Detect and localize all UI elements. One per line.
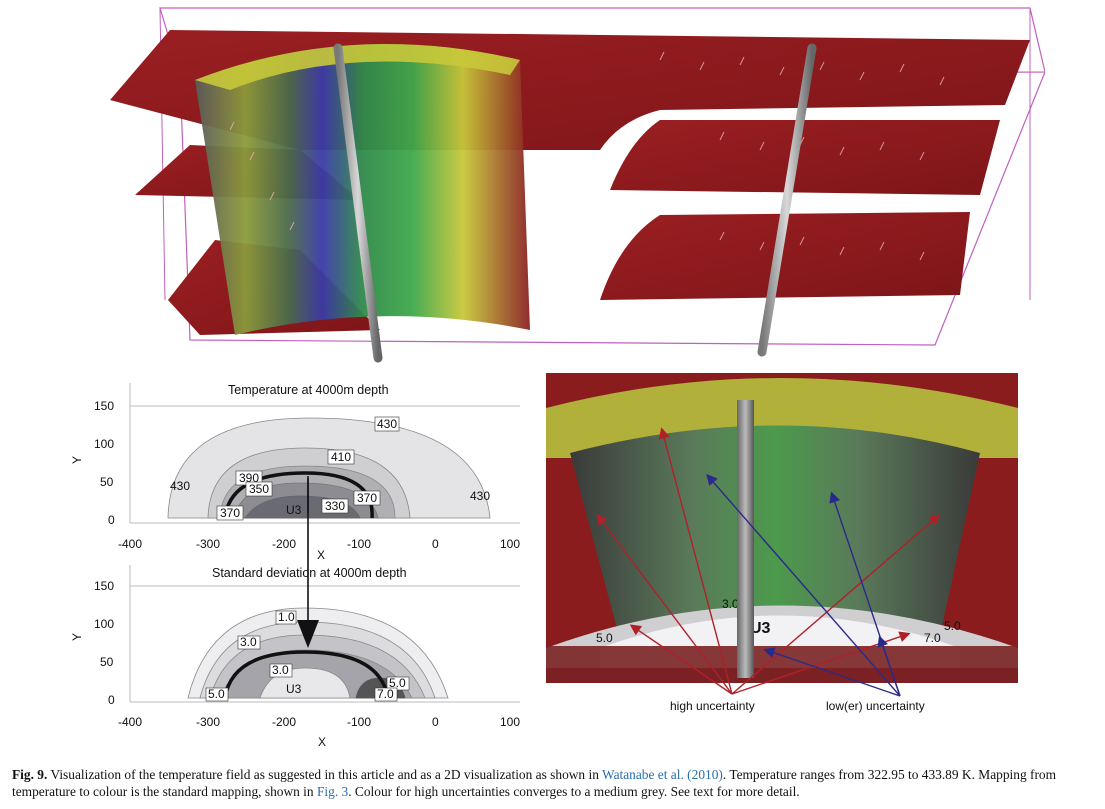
y-tick: 150 <box>94 579 114 593</box>
x-tick: -100 <box>347 537 371 551</box>
y-tick: 100 <box>94 437 114 451</box>
std-plot-svg: Standard deviation at 4000m depth 1.0 3.… <box>70 565 520 749</box>
contour-label: 3.0 <box>272 663 289 677</box>
contour-label: 3.0 <box>722 597 739 611</box>
3d-scene <box>110 7 1046 363</box>
bounding-box-sides <box>179 71 1046 346</box>
contour-label: 5.0 <box>596 631 613 645</box>
contour-label: 3.0 <box>240 635 257 649</box>
y-tick: 0 <box>108 693 115 707</box>
contour-label: 7.0 <box>377 687 394 701</box>
well-label: U3 <box>750 620 771 637</box>
contour-label: 390 <box>239 471 259 485</box>
contour-label: 1.0 <box>278 610 295 624</box>
layer-middle-right <box>610 120 1000 195</box>
x-tick: -400 <box>118 537 142 551</box>
contour-label: 5.0 <box>944 619 961 633</box>
low-uncertainty-arrows <box>706 473 901 697</box>
figure-number: Fig. 9. <box>12 767 48 782</box>
y-axis-label: Y <box>70 456 84 464</box>
high-uncertainty-arrows <box>596 427 941 695</box>
x-tick: 0 <box>432 715 439 729</box>
x-tick: -200 <box>272 537 296 551</box>
contour-label: 370 <box>220 506 240 520</box>
x-tick: -400 <box>118 715 142 729</box>
x-tick: -100 <box>347 715 371 729</box>
contour-label: 430 <box>377 417 397 431</box>
zoom-svg: 3.0 5.0 U3 7.0 5.0 high uncertainty low(… <box>546 373 1018 713</box>
well-label: U3 <box>286 682 302 696</box>
contour-label: 5.0 <box>208 687 225 701</box>
contour-label: 330 <box>325 499 345 513</box>
y-tick: 100 <box>94 617 114 631</box>
plot-title: Standard deviation at 4000m depth <box>212 566 407 580</box>
x-axis-label: X <box>318 735 326 749</box>
std-deviation-contour-plot: Standard deviation at 4000m depth 1.0 3.… <box>60 560 530 750</box>
contour-label: 7.0 <box>924 631 941 645</box>
well-pipe-left <box>333 43 383 363</box>
y-tick: 150 <box>94 399 114 413</box>
x-tick: -300 <box>196 715 220 729</box>
x-tick: 100 <box>500 715 520 729</box>
high-uncertainty-label: high uncertainty <box>670 699 755 713</box>
y-tick: 50 <box>100 655 114 669</box>
cylinder-rim <box>195 44 520 90</box>
well-label: U3 <box>286 503 302 517</box>
citation-link[interactable]: Watanabe et al. (2010) <box>602 767 723 782</box>
caption-text: . Colour for high uncertainties converge… <box>348 784 800 799</box>
well-pipe-right <box>757 43 817 357</box>
y-axis-label: Y <box>70 633 84 641</box>
caption-text: Visualization of the temperature field a… <box>50 767 602 782</box>
caption-text: . Temperature ranges from 322.95 to 433.… <box>12 767 1057 799</box>
figure-link[interactable]: Fig. 3 <box>316 784 349 799</box>
y-tick: 50 <box>100 475 114 489</box>
well-pipe <box>737 400 754 678</box>
x-tick: 100 <box>500 537 520 551</box>
y-tick: 0 <box>108 513 115 527</box>
zoomed-cylinder-view: 3.0 5.0 U3 7.0 5.0 high uncertainty low(… <box>540 368 1105 718</box>
layer-bottom-right <box>600 212 970 300</box>
plot-title: Temperature at 4000m depth <box>228 383 389 397</box>
contour-label: 430 <box>470 489 490 503</box>
x-axis-label: X <box>317 548 326 562</box>
x-tick: -300 <box>196 537 220 551</box>
x-tick: -200 <box>272 715 296 729</box>
temperature-cylinder <box>195 44 530 335</box>
x-tick: 0 <box>432 537 439 551</box>
temperature-contour-plot: Temperature at 4000m depth 430 430 430 4… <box>60 378 530 562</box>
contour-label: 430 <box>170 479 190 493</box>
contour-label: 5.0 <box>389 676 406 690</box>
low-uncertainty-label: low(er) uncertainty <box>826 699 925 713</box>
contour-label: 350 <box>249 482 269 496</box>
3d-temperature-visualization <box>100 0 1046 365</box>
figure-caption: Fig. 9. Visualization of the temperature… <box>12 766 1097 800</box>
down-arrow <box>297 478 319 648</box>
contour-label: 370 <box>357 491 377 505</box>
temperature-plot-svg: Temperature at 4000m depth 430 430 430 4… <box>70 383 520 551</box>
contour-label: 410 <box>331 450 351 464</box>
